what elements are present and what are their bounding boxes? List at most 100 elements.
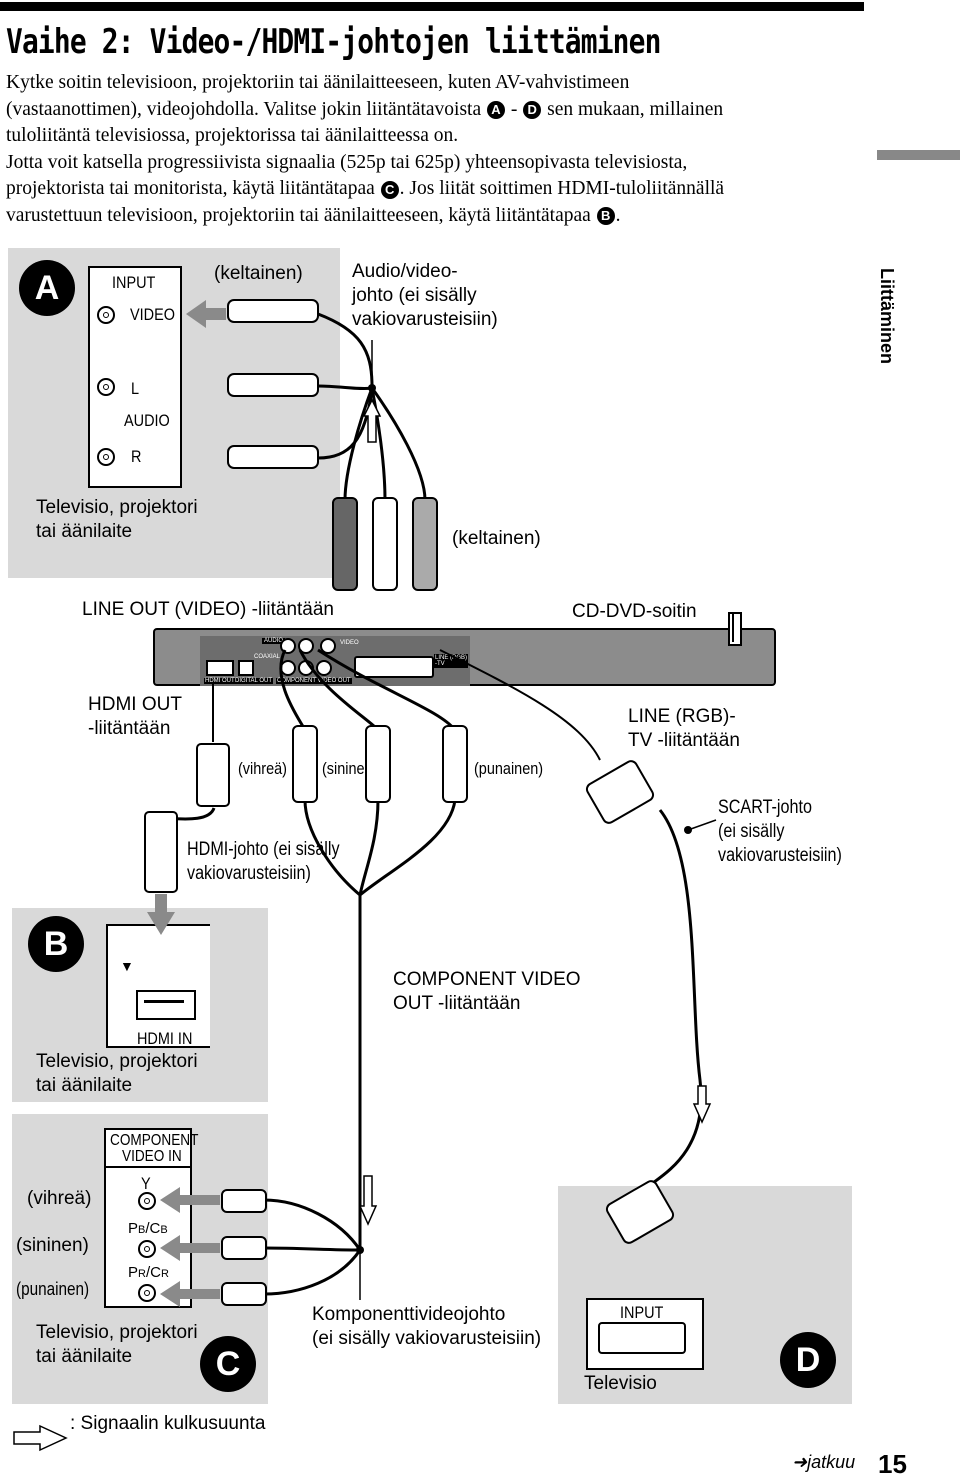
legend-text: : Signaalin kulkusuunta (70, 1413, 266, 1434)
audio-l-jack (97, 378, 115, 396)
badge-d-inline: D (523, 101, 542, 120)
scart-label-1: SCART-johto (718, 797, 812, 818)
component-out-label-2: OUT -liitäntään (393, 993, 521, 1014)
footer-continue: ➜jatkuu (792, 1452, 855, 1473)
component-cable-out-1 (263, 1198, 362, 1251)
scart-label-2: (ei sisälly (718, 821, 785, 842)
badge-a: A (19, 260, 75, 316)
hdmi-cable-label-1: HDMI-johto (ei sisälly (187, 839, 340, 860)
rear-line-rgb-label: LINE (RGB) -TV (434, 654, 468, 668)
intro-fragment: (vastaanottimen), videojohdolla. Valitse… (6, 98, 482, 120)
intro-fragment: - (510, 98, 518, 120)
device-label-a-2: tai äänilaite (36, 521, 133, 542)
av-cable-split-1 (343, 387, 374, 501)
scart-cable-junction (684, 826, 692, 834)
hdmi-in-arrow-icon: ▼ (120, 958, 134, 974)
hdmi-out-label-1: HDMI OUT (88, 694, 182, 715)
badge-b-inline: B (596, 207, 615, 226)
rear-jack-y (280, 660, 296, 676)
rear-jack-audio-l (280, 638, 296, 654)
side-tab-bar (877, 150, 960, 160)
pb-sep: /C (145, 1220, 161, 1237)
line-rgb-label-1: LINE (RGB)- (628, 706, 736, 727)
scart-tv-port (598, 1322, 686, 1354)
outline-arrow-av (362, 398, 382, 443)
pr-sep: /C (145, 1264, 161, 1281)
device-label-b-2: tai äänilaite (36, 1075, 133, 1096)
pb-main: P (128, 1220, 139, 1237)
intro-line: (vastaanottimen), videojohdolla. Valitse… (6, 97, 856, 124)
rear-digital-out-label: DIGITAL OUT (234, 678, 274, 684)
top-rule (0, 2, 864, 11)
red-label-top: (punainen) (474, 759, 544, 778)
input-label-a: INPUT (112, 273, 156, 292)
scart-label-pointer (687, 819, 717, 831)
component-cable-out-2 (263, 1246, 361, 1252)
rear-jack-video (320, 638, 336, 654)
pb-sub2: B (160, 1224, 168, 1236)
device-label-b-1: Televisio, projektori (36, 1051, 198, 1072)
legend-arrow-icon (13, 1424, 68, 1452)
scart-plug-top (585, 760, 655, 824)
av-cable-junction (368, 384, 376, 392)
rear-component-label: COMPONENT VIDEO OUT (276, 678, 352, 684)
page-number: 15 (878, 1449, 907, 1479)
component-panel (104, 1128, 192, 1308)
rear-line-video-label: VIDEO (340, 640, 359, 646)
av-cable-label-3: vakiovarusteisiin) (352, 309, 498, 330)
outline-arrow-scart (692, 1085, 712, 1124)
hdmi-in-label: HDMI IN (137, 1029, 193, 1048)
component-cable-label-1: Komponenttivideojohto (312, 1304, 506, 1325)
intro-line: tuloliitäntä televisiossa, projektorissa… (6, 125, 459, 146)
y-label: Y (141, 1174, 151, 1193)
rear-jack-audio-r (298, 638, 314, 654)
video-jack (97, 306, 115, 324)
rca-plug-red (442, 725, 468, 803)
yellow-label-bottom: (keltainen) (452, 528, 541, 549)
intro-fragment: sen mukaan, millainen (547, 98, 724, 120)
rear-hdmi-out-label: HDMI OUT (204, 678, 236, 684)
hdmi-in-port (136, 990, 196, 1020)
rear-scart-port (354, 656, 434, 678)
footer-continue-text: jatkuu (807, 1452, 856, 1472)
rear-digital-port (238, 660, 254, 676)
badge-d: D (780, 1332, 836, 1388)
rear-jack-pb (298, 660, 314, 676)
intro-line: Jotta voit katsella progressiivista sign… (6, 151, 688, 173)
r-label: R (131, 447, 142, 466)
page-title: Vaihe 2: Video-/HDMI-johtojen liittämine… (6, 22, 661, 62)
pb-label: PB/CB (128, 1220, 168, 1237)
green-label-top: (vihreä) (238, 759, 287, 778)
intro-fragment: projektorista tai monitorista, käytä lii… (6, 178, 375, 199)
pb-jack (138, 1240, 156, 1258)
device-label-c-2: tai äänilaite (36, 1346, 133, 1367)
intro-line: Kytke soitin televisioon, projektoriin t… (6, 72, 630, 93)
component-cable-out-3 (263, 1249, 362, 1296)
player-name: CD-DVD-soitin (572, 601, 697, 622)
hdmi-in-panel (106, 924, 210, 1048)
input-label-d: INPUT (620, 1303, 664, 1322)
component-divider (104, 1166, 192, 1168)
hdmi-cable-label-2: vakiovarusteisiin) (187, 863, 311, 884)
hdmi-plug-top (196, 743, 230, 807)
component-cable-3 (359, 799, 457, 897)
component-in-label-1: COMPONENT (110, 1132, 199, 1149)
scart-label-3: vakiovarusteisiin) (718, 845, 842, 866)
badge-a-inline: A (487, 101, 505, 120)
pr-label: PR/CR (128, 1264, 169, 1281)
intro-text: Kytke soitin televisioon, projektoriin t… (6, 70, 856, 229)
intro-line: projektorista tai monitorista, käytä lii… (6, 176, 856, 203)
audio-label: AUDIO (124, 411, 170, 430)
component-cable-junction (356, 1246, 364, 1254)
rear-audio-label: AUDIO (262, 638, 286, 644)
av-cable-split-3 (370, 387, 427, 501)
badge-c: C (200, 1336, 256, 1392)
pb-sub: B (138, 1224, 146, 1236)
rear-jack-pr (316, 660, 332, 676)
rca-plug-green (292, 725, 318, 803)
outline-arrow-component (358, 1175, 378, 1226)
intro-fragment: varustettuun televisioon, projektoriin t… (6, 204, 591, 226)
hdmi-out-label-2: -liitäntään (88, 718, 171, 739)
av-cable-label-2: johto (ei sisälly (352, 285, 477, 306)
rca-plug-bottom-2 (372, 497, 398, 591)
